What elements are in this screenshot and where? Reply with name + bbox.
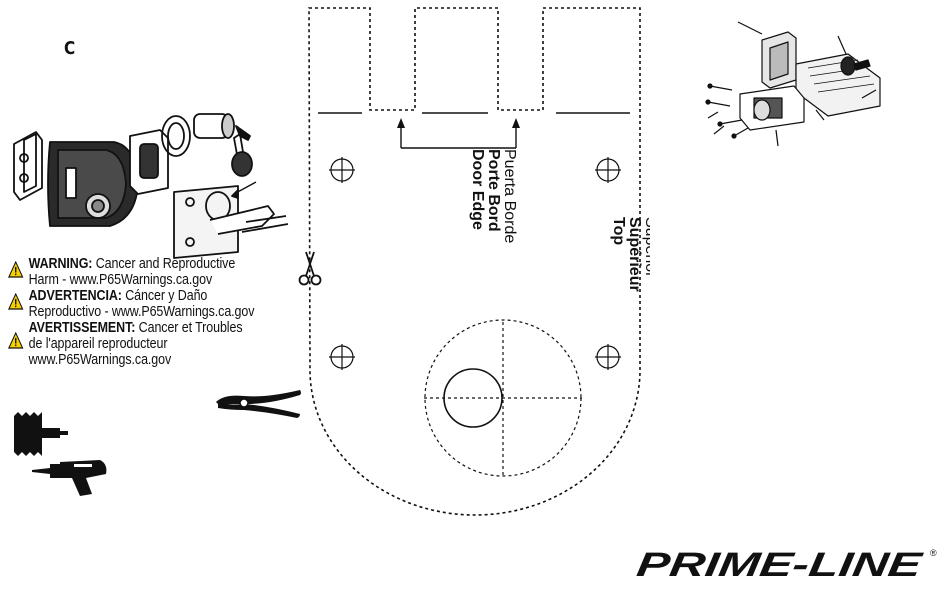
warning-line: Reproductivo - www.P65Warnings.ca.gov xyxy=(29,304,258,320)
top-en: Top xyxy=(610,217,627,245)
top-fr: Supérieur xyxy=(626,217,643,292)
door-edge-fr: Porte Bord xyxy=(485,149,502,232)
warning-line: Cáncer y Daño xyxy=(122,288,207,304)
warning-english: WARNING: Cancer and Reproductive Harm - … xyxy=(8,256,257,288)
warning-line: Cancer et Troubles xyxy=(135,320,242,336)
warning-triangle-icon xyxy=(8,293,23,310)
registered-mark: ® xyxy=(930,548,937,558)
deadlock-exploded-view-icon xyxy=(6,92,296,262)
installation-assembly-icon xyxy=(698,14,888,154)
warning-line: Harm - www.P65Warnings.ca.gov xyxy=(29,272,258,288)
brand-name: PRIME-LINE xyxy=(636,546,925,584)
template-outline xyxy=(309,8,640,515)
power-drill-icon xyxy=(30,456,110,498)
door-edge-label: Door Edge Porte Bord Puerta Borde xyxy=(469,149,518,243)
warning-spanish: ADVERTENCIA: Cáncer y Daño Reproductivo … xyxy=(8,288,257,320)
prime-line-logo: PRIME-LINE ® xyxy=(636,544,940,584)
warning-french: AVERTISSEMENT: Cancer et Troubles de l'a… xyxy=(8,320,257,368)
warning-line: www.P65Warnings.ca.gov xyxy=(29,352,258,368)
warning-triangle-icon xyxy=(8,261,23,278)
warning-line: Cancer and Reproductive xyxy=(92,256,235,272)
warning-label: AVERTISSEMENT: xyxy=(29,320,136,336)
warning-label: ADVERTENCIA: xyxy=(29,288,122,304)
drill-template: Door Edge Porte Bord Puerta Borde Top Su… xyxy=(300,0,650,525)
top-label: Top Supérieur Superior xyxy=(610,217,650,292)
warning-triangle-icon xyxy=(8,332,23,349)
warning-label: WARNING: xyxy=(29,256,93,272)
pliers-icon xyxy=(214,384,304,420)
warning-line: de l'appareil reproducteur xyxy=(29,336,258,352)
top-es: Superior xyxy=(642,217,650,278)
hole-saw-icon xyxy=(10,410,70,460)
section-letter: C xyxy=(64,38,75,59)
door-edge-en: Door Edge xyxy=(469,149,486,230)
door-edge-es: Puerta Borde xyxy=(501,149,518,243)
